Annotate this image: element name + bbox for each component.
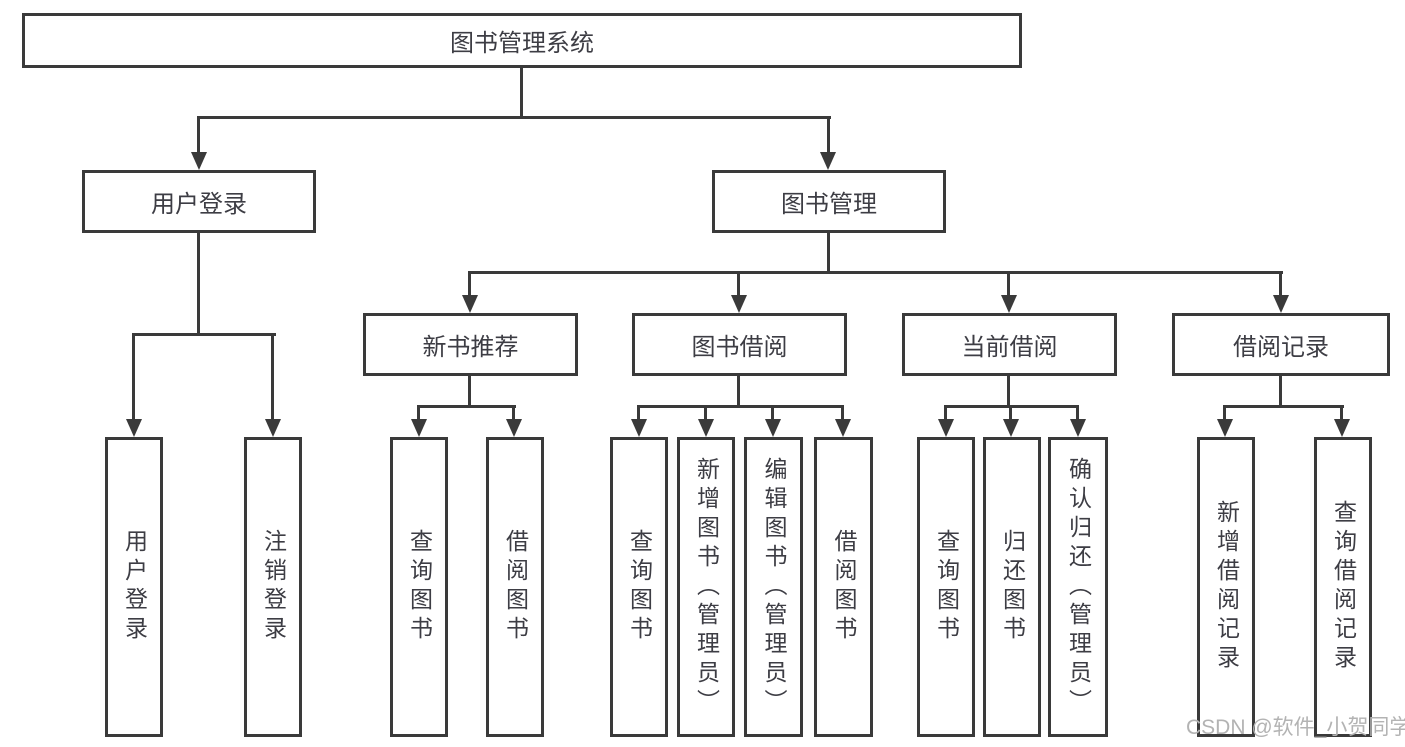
connector-stem-leaf (841, 405, 844, 421)
arrowhead-down-icon (938, 419, 954, 437)
connector-user-login-rail (132, 333, 276, 336)
connector-borrow-rail (637, 405, 844, 408)
leaf-query-borrow-record-label: 查询借阅记录 (1330, 500, 1357, 674)
connector-stem-book-management (827, 116, 830, 156)
leaf-confirm-return-admin: 确认归还（管理员） (1048, 437, 1108, 737)
leaf-edit-book-admin-label: 编辑图书（管理员） (761, 456, 787, 718)
leaf-add-book-admin-label: 新增图书（管理员） (693, 456, 720, 718)
arrowhead-down-icon (191, 152, 207, 170)
connector-records-stem (1279, 374, 1282, 407)
connector-stem-leaf (417, 405, 420, 421)
leaf-query-borrow-record: 查询借阅记录 (1314, 437, 1372, 737)
leaf-borrow-books-label: 借阅图书 (831, 529, 857, 645)
arrowhead-down-icon (765, 419, 781, 437)
node-user-login: 用户登录 (82, 170, 316, 233)
arrowhead-down-icon (1070, 419, 1086, 437)
connector-stem-leaf (512, 405, 515, 421)
connector-book-management-rail (468, 271, 1283, 274)
connector-records-rail (1223, 405, 1344, 408)
leaf-borrow-books-recommend-label: 借阅图书 (502, 529, 529, 645)
connector-stem-leaf (132, 333, 135, 421)
node-borrow-records-label: 借阅记录 (1233, 334, 1329, 361)
leaf-borrow-books: 借阅图书 (814, 437, 873, 737)
arrowhead-down-icon (1334, 419, 1350, 437)
leaf-return-book-label: 归还图书 (999, 529, 1026, 645)
arrowhead-down-icon (731, 295, 747, 313)
leaf-confirm-return-admin-label: 确认归还（管理员） (1065, 456, 1092, 718)
node-book-borrow: 图书借阅 (632, 313, 847, 376)
arrowhead-down-icon (1001, 295, 1017, 313)
node-book-borrow-label: 图书借阅 (691, 334, 788, 361)
connector-new-book-stem (468, 374, 471, 407)
leaf-query-books-current-label: 查询图书 (933, 529, 960, 645)
leaf-edit-book-admin: 编辑图书（管理员） (744, 437, 803, 737)
leaf-add-borrow-record: 新增借阅记录 (1197, 437, 1255, 737)
connector-stem-level3 (468, 271, 471, 299)
arrowhead-down-icon (835, 419, 851, 437)
arrowhead-down-icon (820, 152, 836, 170)
connector-stem-leaf (1223, 405, 1226, 421)
node-new-book-recommend: 新书推荐 (363, 313, 578, 376)
connector-stem-leaf (944, 405, 947, 421)
connector-root-rail (197, 116, 831, 119)
node-book-management-label: 图书管理 (781, 191, 877, 218)
connector-stem-user-login (197, 116, 200, 156)
leaf-user-login: 用户登录 (105, 437, 163, 737)
connector-user-login-stem (197, 230, 200, 336)
connector-stem-level3 (1279, 271, 1282, 299)
leaf-query-books-recommend-label: 查询图书 (406, 529, 433, 645)
leaf-query-books-recommend: 查询图书 (390, 437, 448, 737)
arrowhead-down-icon (631, 419, 647, 437)
leaf-borrow-books-recommend: 借阅图书 (486, 437, 544, 737)
connector-stem-leaf (1009, 405, 1012, 421)
arrowhead-down-icon (126, 419, 142, 437)
arrowhead-down-icon (1273, 295, 1289, 313)
csdn-watermark: CSDN @软件_小贺同学 (1186, 716, 1405, 739)
connector-stem-leaf (1340, 405, 1343, 421)
connector-stem-leaf (271, 333, 274, 421)
connector-stem-leaf (637, 405, 640, 421)
arrowhead-down-icon (698, 419, 714, 437)
leaf-logout-label: 注销登录 (260, 529, 287, 645)
arrowhead-down-icon (1217, 419, 1233, 437)
node-book-management: 图书管理 (712, 170, 946, 233)
leaf-query-books-borrow: 查询图书 (610, 437, 668, 737)
connector-stem-level3 (737, 271, 740, 299)
connector-book-management-stem (827, 230, 830, 273)
node-user-login-label: 用户登录 (151, 191, 247, 218)
leaf-add-book-admin: 新增图书（管理员） (677, 437, 735, 737)
node-borrow-records: 借阅记录 (1172, 313, 1390, 376)
arrowhead-down-icon (506, 419, 522, 437)
leaf-user-login-label: 用户登录 (121, 529, 148, 645)
connector-new-book-rail (417, 405, 516, 408)
connector-stem-leaf (1076, 405, 1079, 421)
connector-stem-leaf (771, 405, 774, 421)
node-new-book-recommend-label: 新书推荐 (422, 334, 519, 361)
connector-borrow-stem (737, 374, 740, 407)
connector-root-stem (520, 68, 523, 119)
connector-stem-level3 (1007, 271, 1010, 299)
node-root-label: 图书管理系统 (450, 30, 594, 57)
connector-stem-leaf (704, 405, 707, 421)
node-root: 图书管理系统 (22, 13, 1022, 68)
leaf-query-books-current: 查询图书 (917, 437, 975, 737)
leaf-logout: 注销登录 (244, 437, 302, 737)
leaf-add-borrow-record-label: 新增借阅记录 (1213, 500, 1240, 674)
leaf-query-books-borrow-label: 查询图书 (626, 529, 653, 645)
node-current-borrow: 当前借阅 (902, 313, 1117, 376)
arrowhead-down-icon (462, 295, 478, 313)
connector-current-stem (1007, 374, 1010, 407)
arrowhead-down-icon (1003, 419, 1019, 437)
leaf-return-book: 归还图书 (983, 437, 1041, 737)
node-current-borrow-label: 当前借阅 (961, 334, 1058, 361)
arrowhead-down-icon (411, 419, 427, 437)
arrowhead-down-icon (265, 419, 281, 437)
